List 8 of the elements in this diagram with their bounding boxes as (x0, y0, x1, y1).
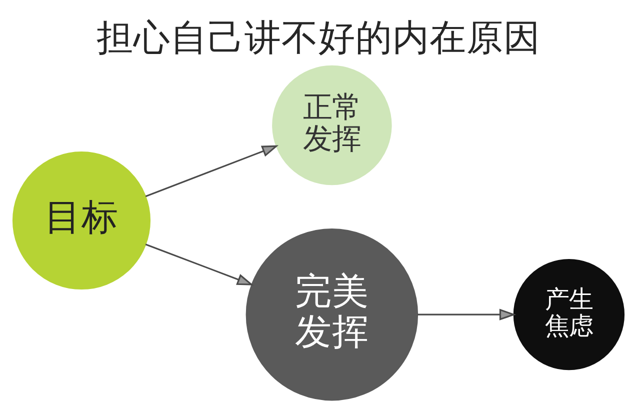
node-circle: 产生焦虑 (513, 258, 625, 370)
node-circle: 正常发挥 (272, 64, 392, 185)
arrow (145, 144, 279, 197)
arrow (145, 243, 254, 285)
arrow (418, 308, 516, 320)
diagram-title: 担心自己讲不好的内在原因 (96, 16, 540, 59)
node-circle: 完美发挥 (246, 228, 418, 400)
node-circle: 目标 (12, 151, 151, 290)
